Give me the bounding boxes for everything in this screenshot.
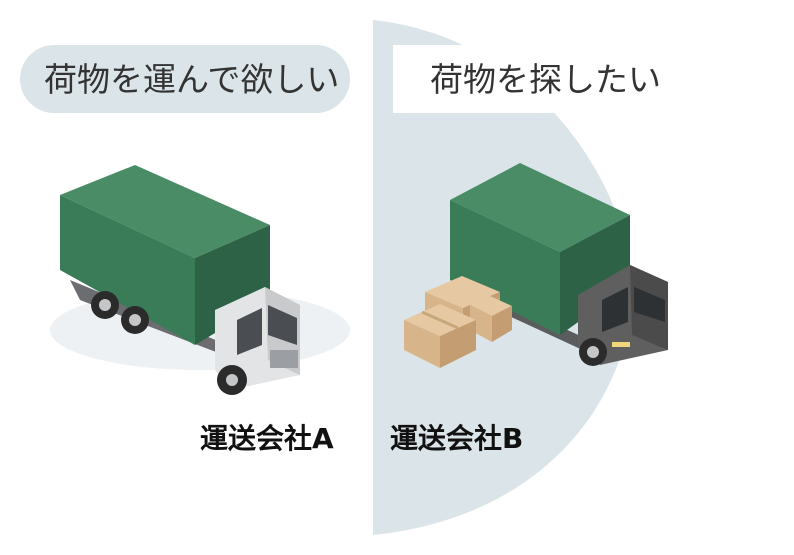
truck-b-icon	[450, 163, 668, 366]
left-bubble-text: 荷物を運んで欲しい	[44, 60, 340, 99]
company-b-label: 運送会社B	[390, 422, 524, 455]
right-bubble-text: 荷物を探したい	[430, 60, 661, 99]
cardboard-boxes-icon	[404, 276, 512, 368]
truck-a-icon	[50, 165, 350, 395]
company-a-label: 運送会社A	[200, 422, 334, 455]
left-speech-bubble	[20, 45, 350, 113]
right-speech-bubble	[393, 45, 684, 113]
